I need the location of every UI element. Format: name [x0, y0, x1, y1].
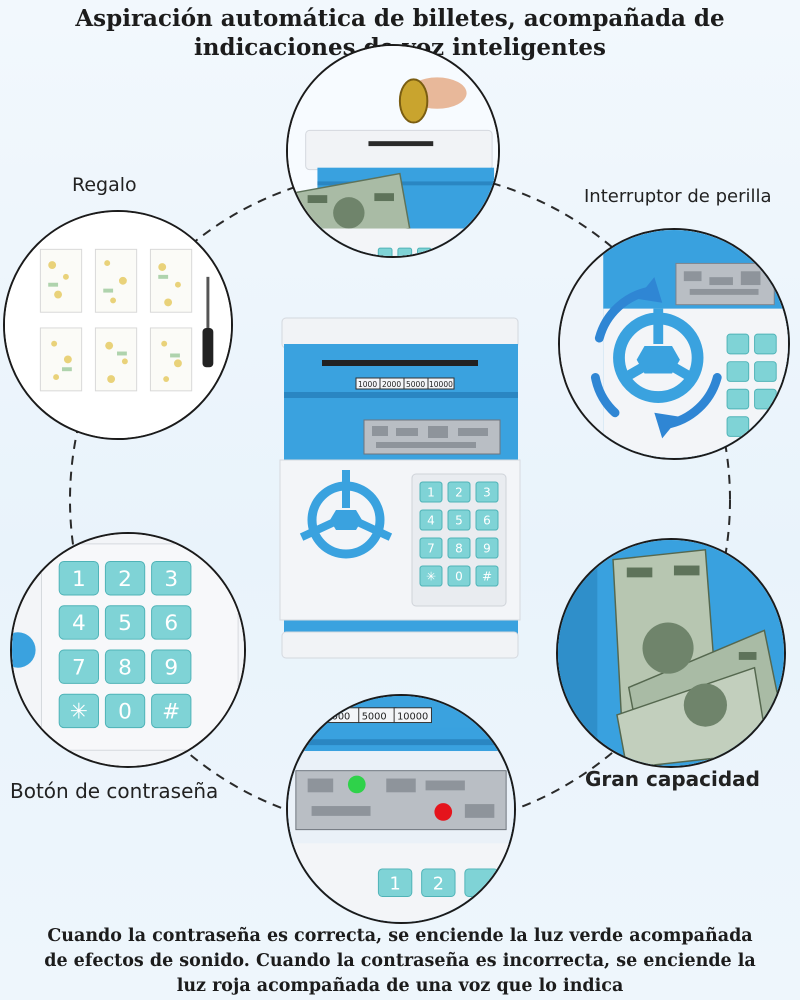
keypad-key-label: 2: [118, 567, 132, 592]
keypad-key: [58, 561, 99, 596]
footer-line-3: luz roja acompañada de una voz que lo in…: [176, 976, 624, 996]
label-capacity: Gran capacidad: [585, 767, 760, 791]
keypad-key-label: 2: [455, 485, 463, 499]
keypad-key-label: 7: [427, 541, 435, 555]
keypad-key: [104, 605, 146, 640]
bills-illustration: [558, 540, 784, 766]
keypad-key: [151, 693, 192, 729]
keypad-key: [475, 537, 499, 559]
circle-password-keypad: 1 2 3 4 5 6 7 8 9 ✳ 0 #: [10, 532, 246, 768]
keypad-key: [58, 605, 99, 640]
circle-indicator-lights: 2000 5000 10000 1 2: [286, 694, 516, 924]
keypad-key-label: 3: [164, 567, 178, 592]
keypad-closeup: 1 2 3 4 5 6 7 8 9 ✳ 0 #: [12, 534, 244, 766]
keypad-key-label: 6: [164, 611, 178, 636]
stickers-illustration: [5, 212, 231, 438]
keypad-key-label: 9: [483, 541, 491, 555]
keypad-key-label: 0: [118, 700, 132, 725]
keypad-key: [475, 509, 499, 531]
center-knob-icon: [299, 470, 393, 559]
label-knob: Interruptor de perilla: [584, 186, 772, 207]
keypad-key: [58, 693, 99, 729]
keypad-key: [104, 649, 146, 684]
keypad-key-label: 6: [483, 513, 491, 527]
keypad-key-label: 5: [455, 513, 463, 527]
label-gift: Regalo: [72, 174, 137, 196]
circle-gift: [3, 210, 233, 440]
keypad-key: [151, 649, 192, 684]
keypad-key: [447, 509, 471, 531]
keypad-key-label: 4: [72, 611, 86, 636]
keypad-key-label: 5: [118, 611, 132, 636]
coin-shape: [398, 78, 429, 124]
keypad-key: [104, 561, 146, 596]
piggy-bank-illustration: 1000 2000 5000 10000 1 2 3 4 5 6 7 8 9 ✳ 0 #: [279, 317, 521, 659]
keypad-key: [58, 649, 99, 684]
piggy-bank-product: 1000 2000 5000 10000 1 2 3 4 5 6 7 8 9 ✳ 0 #: [272, 314, 528, 664]
headline-line-1: Aspiración automática de billetes, acomp…: [75, 5, 725, 32]
keypad-key: [447, 537, 471, 559]
keypad-key: [151, 561, 192, 596]
svg-text:2000: 2000: [325, 712, 350, 723]
svg-text:5000: 5000: [406, 380, 425, 389]
circle-capacity: [556, 538, 786, 768]
footer-line-2: de efectos de sonido. Cuando la contrase…: [44, 951, 756, 971]
svg-text:2000: 2000: [382, 380, 401, 389]
circle-knob: [558, 228, 790, 460]
knob-illustration: [560, 230, 788, 458]
keypad-key-label: 3: [483, 485, 491, 499]
keypad-key-label: 4: [427, 513, 435, 527]
suction-illustration: [288, 46, 498, 256]
keypad-key: [419, 565, 443, 587]
red-light-icon: [434, 803, 453, 821]
svg-text:10000: 10000: [429, 380, 453, 389]
footer-description: Cuando la contraseña es correcta, se enc…: [0, 924, 800, 999]
keypad-key: [475, 481, 499, 503]
keypad-key: [447, 565, 471, 587]
footer-line-1: Cuando la contraseña es correcta, se enc…: [47, 926, 753, 946]
keypad-key: [151, 605, 192, 640]
keypad-key-label: 7: [72, 655, 86, 680]
keypad-key-label: 1: [72, 567, 86, 592]
circle-auto-suction: [286, 44, 500, 258]
svg-text:1000: 1000: [358, 380, 377, 389]
lights-illustration: 2000 5000 10000 1 2: [288, 696, 514, 922]
svg-text:10000: 10000: [397, 712, 428, 723]
keypad-key-label: #: [162, 700, 180, 725]
keypad-key-label: 9: [164, 655, 178, 680]
keypad-key: [419, 509, 443, 531]
keypad-key-label: ✳: [70, 700, 88, 725]
keypad-key: [419, 481, 443, 503]
label-password: Botón de contraseña: [10, 779, 219, 803]
green-light-icon: [347, 775, 366, 794]
svg-text:1: 1: [389, 875, 400, 895]
keypad-key-label: 1: [427, 485, 435, 499]
keypad-key: [419, 537, 443, 559]
keypad-key: [475, 565, 499, 587]
keypad-key-label: 8: [455, 541, 463, 555]
svg-text:5000: 5000: [362, 712, 387, 723]
keypad-key-label: #: [482, 569, 492, 583]
screwdriver-icon: [202, 276, 214, 368]
keypad-key: [447, 481, 471, 503]
keypad-key: [104, 693, 146, 729]
keypad-key-label: 8: [118, 655, 132, 680]
keypad-key-label: 0: [455, 569, 463, 583]
svg-text:2: 2: [433, 875, 444, 895]
keypad-key-label: ✳: [426, 569, 436, 583]
